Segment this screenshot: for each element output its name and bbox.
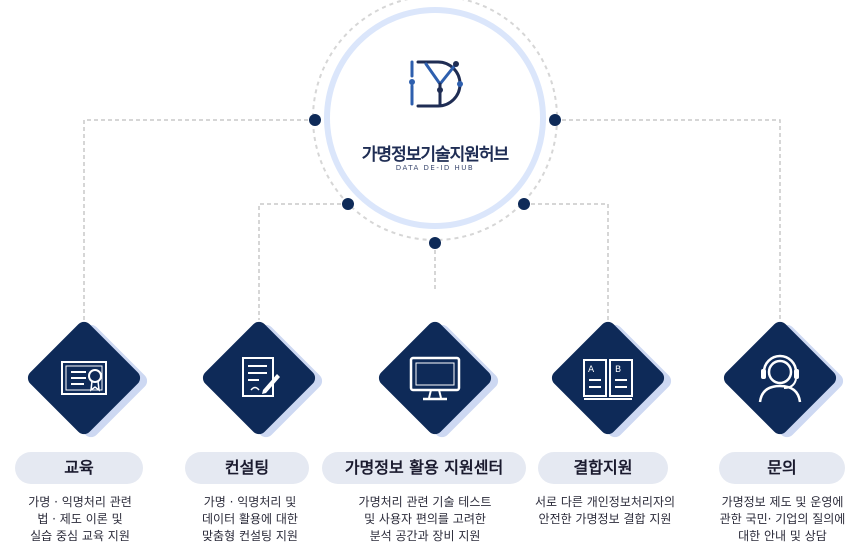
- category-diamonds: A B: [25, 319, 847, 441]
- desc-line: 가명처리 관련 기술 테스트: [358, 495, 492, 509]
- diamond-education[interactable]: [25, 319, 151, 441]
- pill-inquiry[interactable]: 문의: [719, 452, 845, 484]
- diamond-center[interactable]: [376, 319, 502, 441]
- connector-consulting: [258, 203, 348, 320]
- node-left: [309, 114, 321, 126]
- certificate-icon: [61, 361, 107, 395]
- desc-line: 가명정보 제도 및 운영에: [721, 495, 844, 509]
- hub-circle: [312, 0, 558, 241]
- connector-inquiry: [555, 119, 781, 320]
- desc-center: 가명처리 관련 기술 테스트 및 사용자 편의를 고려한 분석 공간과 장비 지…: [335, 494, 515, 545]
- desc-inquiry: 가명정보 제도 및 운영에 관한 국민· 기업의 질의에 대한 안내 및 상담: [700, 494, 850, 545]
- diamond-shape: [551, 321, 665, 435]
- document-pen-icon: [242, 357, 280, 397]
- desc-line: 관한 국민· 기업의 질의에: [719, 512, 846, 526]
- diamond-shape: [378, 321, 492, 435]
- desc-line: 맞춤형 컨설팅 지원: [202, 529, 298, 543]
- monitor-icon: [409, 356, 461, 401]
- diamond-combination[interactable]: A B: [549, 319, 675, 441]
- headset-agent-icon: [758, 354, 802, 403]
- desc-combination: 서로 다른 개인정보처리자의 안전한 가명정보 결합 지원: [515, 494, 695, 528]
- pill-consulting[interactable]: 컨설팅: [185, 452, 309, 484]
- node-lower-left: [342, 198, 354, 210]
- pill-center[interactable]: 가명정보 활용 지원센터: [322, 452, 526, 484]
- connector-nodes: [309, 114, 561, 249]
- connector-combination: [524, 203, 609, 320]
- node-right: [549, 114, 561, 126]
- desc-education: 가명 · 익명처리 관련 법 · 제도 이론 및 실습 중심 교육 지원: [0, 494, 160, 545]
- diamond-inquiry[interactable]: [721, 319, 847, 441]
- svg-text:A: A: [588, 365, 595, 375]
- hub-title: 가명정보기술지원허브: [361, 145, 509, 165]
- node-bottom: [429, 237, 441, 249]
- diamond-shape: [202, 321, 316, 435]
- desc-line: 가명 · 익명처리 및: [203, 495, 297, 509]
- desc-line: 데이터 활용에 대한: [202, 512, 298, 526]
- connector-education: [83, 119, 315, 320]
- ab-book-icon: A B: [583, 359, 633, 400]
- desc-line: 실습 중심 교육 지원: [30, 529, 130, 543]
- desc-line: 법 · 제도 이론 및: [37, 512, 123, 526]
- svg-text:B: B: [615, 365, 621, 375]
- desc-line: 대한 안내 및 상담: [738, 529, 827, 543]
- hub-logo: [409, 60, 463, 108]
- desc-line: 가명 · 익명처리 관련: [28, 495, 132, 509]
- desc-line: 및 사용자 편의를 고려한: [364, 512, 486, 526]
- pill-education[interactable]: 교육: [15, 452, 143, 484]
- pill-combination[interactable]: 결합지원: [538, 452, 668, 484]
- node-lower-right: [518, 198, 530, 210]
- desc-line: 안전한 가명정보 결합 지원: [538, 512, 672, 526]
- diamond-shape: [723, 321, 837, 435]
- desc-line: 서로 다른 개인정보처리자의: [534, 495, 676, 509]
- diamond-consulting[interactable]: [200, 319, 326, 441]
- hub-subtitle: DATA DE-ID HUB: [395, 164, 475, 172]
- connector-lines: [83, 119, 781, 320]
- desc-line: 분석 공간과 장비 지원: [369, 529, 481, 543]
- desc-consulting: 가명 · 익명처리 및 데이터 활용에 대한 맞춤형 컨설팅 지원: [170, 494, 330, 545]
